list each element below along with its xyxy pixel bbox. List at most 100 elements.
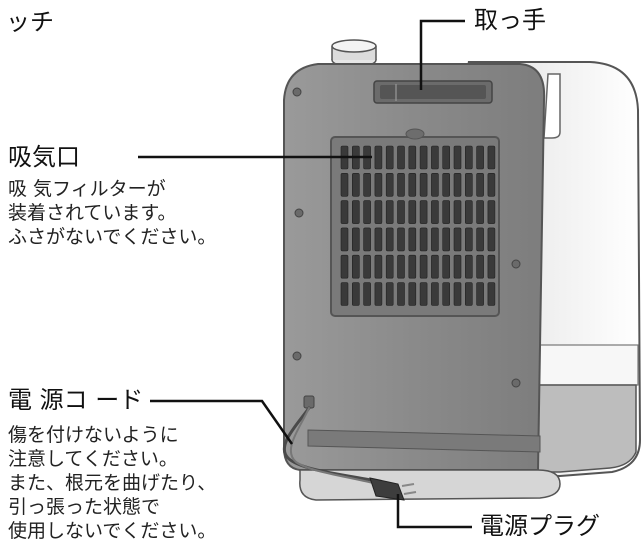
- grille-slat: [419, 173, 428, 197]
- grille-slat: [431, 173, 439, 197]
- grille-slat: [419, 227, 428, 252]
- grille-slat: [453, 227, 462, 252]
- grille-slat: [453, 254, 462, 279]
- grille-slat: [442, 254, 451, 279]
- grille-slat: [340, 200, 349, 224]
- cord-title: 電 源コ ード: [8, 386, 144, 414]
- grille-slat: [397, 200, 405, 224]
- grille-slat: [340, 282, 349, 306]
- top-knob: [331, 39, 377, 68]
- grille-slat: [464, 254, 473, 279]
- grille-slat: [397, 173, 405, 197]
- grille-slat: [374, 254, 383, 279]
- grille-slat: [374, 145, 383, 170]
- grille-slat: [374, 173, 383, 197]
- plug-leader: [396, 494, 472, 529]
- intake-filter-grille: [340, 145, 496, 306]
- handle-leader: [419, 19, 465, 90]
- grille-slat: [487, 282, 496, 306]
- grille-slat: [385, 282, 394, 306]
- grille-slat: [476, 282, 484, 306]
- cord-desc-line-5: 使用しないでください。: [8, 520, 217, 542]
- grille-slat: [419, 282, 428, 306]
- cord-desc-line-1: 傷を付けないように: [8, 424, 179, 446]
- cord-desc-line-2: 注意してください。: [8, 448, 178, 470]
- grille-slat: [374, 282, 383, 306]
- grille-slat: [363, 173, 371, 197]
- grille-slat: [453, 200, 462, 224]
- grille-slat: [487, 173, 496, 197]
- cord-leader: [150, 399, 294, 445]
- grille-slat: [363, 227, 371, 252]
- grille-slat: [442, 282, 451, 306]
- screws: [292, 87, 521, 388]
- top-left-label-fragment: ッチ: [6, 8, 54, 36]
- grille-slat: [351, 227, 360, 252]
- grille-slat: [408, 200, 417, 224]
- grille-slat: [464, 282, 473, 306]
- grille-slat: [442, 145, 451, 170]
- cord-desc-line-4: 引っ張った状態で: [8, 496, 161, 518]
- grille-slat: [351, 254, 360, 279]
- power-cord: [282, 395, 387, 487]
- grille-slat: [464, 200, 473, 224]
- grille-slat: [351, 200, 360, 224]
- grille-slat: [408, 145, 417, 170]
- grille-slat: [397, 145, 405, 170]
- leader-lines: [138, 19, 472, 529]
- grille-slat: [340, 254, 349, 279]
- grille-slat: [431, 145, 439, 170]
- grille-slat: [363, 282, 371, 306]
- grille-slat: [464, 173, 473, 197]
- grille-slat: [476, 200, 484, 224]
- grille-slat: [408, 254, 417, 279]
- grille-slat: [351, 173, 360, 197]
- grille-slat: [431, 227, 439, 252]
- grille-slat: [419, 254, 428, 279]
- grille-slat: [385, 254, 394, 279]
- grille-slat: [363, 254, 371, 279]
- grille-slat: [385, 227, 394, 252]
- grille-slat: [408, 173, 417, 197]
- grille-slat: [487, 254, 496, 279]
- grille-slat: [487, 200, 496, 224]
- grille-slat: [476, 173, 484, 197]
- grille-slat: [442, 227, 451, 252]
- grille-slat: [397, 282, 405, 306]
- grille-slat: [431, 282, 439, 306]
- grille-slat: [385, 200, 394, 224]
- grille-slat: [340, 227, 349, 252]
- grille-slat: [419, 200, 428, 224]
- grille-slat: [374, 227, 383, 252]
- grille-slat: [431, 200, 439, 224]
- grille-slat: [351, 282, 360, 306]
- grille-slat: [476, 254, 484, 279]
- grille-slat: [487, 145, 496, 170]
- grille-slat: [464, 227, 473, 252]
- power-plug: [369, 477, 417, 501]
- grille-slat: [476, 227, 484, 252]
- grille-slat: [385, 173, 394, 197]
- grille-slat: [487, 227, 496, 252]
- grille-slat: [476, 145, 484, 170]
- intake-title: 吸気口: [8, 143, 80, 171]
- plug-label: 電源プラグ: [480, 512, 600, 540]
- grille-slat: [431, 254, 439, 279]
- grille-slat: [397, 254, 405, 279]
- grille-slat: [397, 227, 405, 252]
- grille-slat: [340, 173, 349, 197]
- grille-slat: [363, 200, 371, 224]
- grille-slat: [385, 145, 394, 170]
- grille-slat: [442, 173, 451, 197]
- intake-desc-line-3: ふさがないでください。: [8, 226, 217, 248]
- grille-slat: [419, 145, 428, 170]
- handle: [373, 80, 493, 104]
- grille-slat: [453, 282, 462, 306]
- grille-slat: [442, 200, 451, 224]
- intake-desc-line-2: 装着されています。: [8, 202, 177, 224]
- grille-slat: [453, 173, 462, 197]
- grille-slat: [408, 227, 417, 252]
- intake-desc-line-1: 吸 気フィルターが: [8, 178, 166, 200]
- grille-slat: [453, 145, 462, 170]
